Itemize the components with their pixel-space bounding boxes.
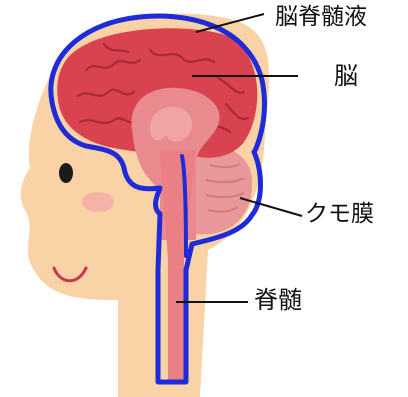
arachnoid-leader-line <box>239 197 303 217</box>
csf-label: 脳脊髄液 <box>275 4 367 30</box>
brain-folds <box>76 42 250 134</box>
brain-label: 脳 <box>334 62 358 90</box>
spinal-cord-label: 脊髄 <box>254 286 302 314</box>
spinal-membrane-line <box>180 154 188 258</box>
csf-leader-line <box>195 13 265 33</box>
eye <box>59 163 73 183</box>
thalamus <box>150 106 193 142</box>
mouth <box>52 266 88 283</box>
cerebellum-folds <box>205 163 245 213</box>
membrane-outline <box>48 13 267 385</box>
arachnoid-label: クモ膜 <box>305 201 374 227</box>
cheek <box>82 192 114 212</box>
